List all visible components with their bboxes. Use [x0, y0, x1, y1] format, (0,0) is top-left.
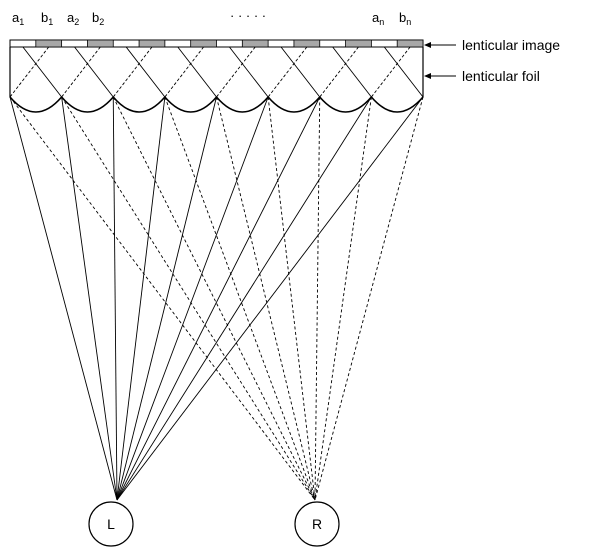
lens-arc: [267, 96, 321, 113]
arrowhead-icon: [424, 42, 431, 48]
callout-lenticular-foil: lenticular foil: [424, 68, 540, 84]
ray-left: [116, 96, 269, 501]
rays-to-left-eye: [9, 96, 424, 501]
image-strip-b: [138, 39, 166, 48]
ray-left: [61, 96, 118, 501]
lens-focus-line-b: [319, 46, 359, 98]
ray-left: [116, 96, 321, 501]
ray-right: [9, 96, 316, 501]
lens-focus-line-b: [267, 46, 308, 98]
image-strip-b: [293, 39, 321, 48]
lenticular-image-label: lenticular image: [462, 37, 560, 53]
ray-right: [164, 96, 316, 501]
lens-focus-line-a: [229, 46, 269, 98]
lens-focus-line-b: [371, 46, 411, 98]
left-eye: L: [88, 501, 134, 547]
ray-left: [116, 96, 424, 501]
ray-right: [112, 96, 316, 501]
lenticular-image-strip: [9, 39, 424, 48]
lens-focus-line-b: [164, 46, 204, 98]
lens-focus-line-a: [332, 46, 372, 98]
right-eye-circle: [294, 501, 340, 547]
lens-focus-line-a: [280, 46, 321, 98]
strip-label-a1: a1: [12, 10, 24, 27]
image-strip-b: [241, 39, 269, 48]
lens-focus-line-a: [22, 46, 62, 98]
ray-right: [61, 96, 316, 501]
lens-focus-line-b: [61, 46, 101, 98]
right-eye-label: R: [312, 516, 322, 532]
lenticular-foil-label: lenticular foil: [462, 68, 540, 84]
image-strip-b: [396, 39, 424, 48]
lens-focus-line-a: [125, 46, 166, 98]
lens-arc: [112, 96, 166, 113]
lens-arc: [370, 96, 424, 113]
strip-label-b1: b1: [41, 10, 53, 27]
lens-focus-line-b: [216, 46, 256, 98]
ray-right: [314, 96, 372, 501]
arrowhead-icon: [424, 73, 431, 79]
callout-lenticular-image: lenticular image: [424, 37, 560, 53]
ellipsis-label: · · · · ·: [230, 8, 266, 23]
lens-focus-line-a: [383, 46, 424, 98]
lens-arc: [9, 96, 63, 113]
image-strip-b: [190, 39, 217, 48]
ray-right: [314, 96, 321, 501]
lenticular-foil: [9, 46, 424, 113]
ray-left: [116, 96, 217, 501]
strip-label-an: an: [372, 10, 384, 27]
ray-right: [267, 96, 316, 501]
ray-left: [9, 96, 118, 501]
strip-label-a2: a2: [67, 10, 79, 27]
strip-labels: a1 b1 a2 b2 · · · · · an bn: [12, 8, 411, 27]
image-strip-b: [87, 39, 114, 48]
ray-right: [314, 96, 424, 501]
image-strip-b: [345, 39, 372, 48]
left-eye-circle: [88, 501, 134, 547]
lens-arc: [215, 96, 269, 113]
lens-focus-line-b: [9, 46, 50, 98]
ray-left: [116, 96, 166, 501]
lens-focus-line-b: [112, 46, 153, 98]
strip-label-b2: b2: [92, 10, 104, 27]
right-eye: R: [294, 501, 340, 547]
lens-focus-line-a: [177, 46, 217, 98]
lens-arc: [61, 96, 114, 113]
ray-left: [112, 96, 118, 501]
ray-right: [216, 96, 316, 501]
lens-focus-line-a: [74, 46, 114, 98]
left-eye-label: L: [107, 516, 115, 532]
strip-label-bn: bn: [399, 10, 411, 27]
rays-to-right-eye: [9, 96, 424, 501]
ray-left: [116, 96, 372, 501]
lens-arc: [319, 96, 372, 113]
image-strip-b: [35, 39, 63, 48]
lens-arc: [164, 96, 218, 113]
